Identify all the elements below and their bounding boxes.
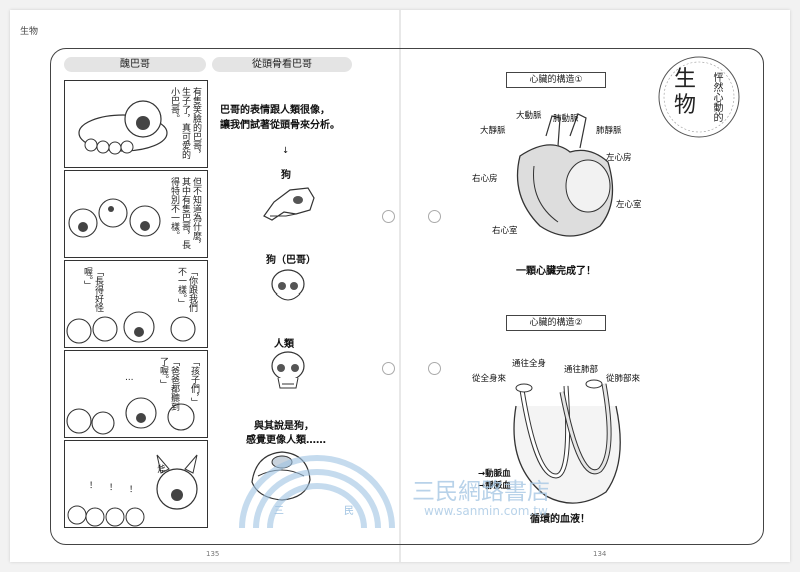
watermark-name: 三民網路書店: [412, 479, 550, 505]
intro-line-1: 巴哥的表情跟人類很像，: [220, 105, 330, 116]
heart1-label-right-atrium: 右心房: [472, 174, 498, 184]
dog-skull-drawing: [263, 187, 315, 221]
french-bulldog-drawing: [67, 454, 198, 527]
human-skull-drawing: [271, 351, 305, 389]
skull-dog-label: 狗: [281, 170, 291, 181]
intro-line-2: 讓我們試著從頭骨來分析。: [220, 120, 340, 131]
legend-artery: →動脈血: [478, 469, 511, 479]
watermark-char-1: 三: [274, 506, 284, 517]
page-number-left: 135: [206, 550, 220, 558]
binder-hole-3: [382, 362, 395, 375]
heart1-label-left-ventricle: 左心室: [616, 200, 642, 210]
heart2-label-to-lungs: 通往肺部: [564, 365, 599, 375]
pill-right-title: 從頭骨看巴哥: [212, 57, 352, 72]
comic-panel-4: … 「孩子們，」 「爸爸都聽到了喔。」: [64, 350, 208, 438]
heart2-title: 心臟的構造②: [506, 315, 606, 331]
comic-sfx-3: ！: [109, 483, 118, 493]
comic-sfx-5: 斧: [157, 465, 166, 475]
down-arrow: ↓: [282, 146, 290, 156]
parents-listening-drawing: [66, 397, 195, 435]
content-frame: [50, 48, 764, 545]
watermark-logo: [239, 455, 395, 529]
heart1-title: 心臟的構造①: [506, 72, 606, 88]
comic-sfx-2: ！: [89, 481, 98, 491]
comic-text-3: 「你跟我們不一樣。」: [176, 267, 197, 312]
heart2-caption: 循環的血液！: [530, 514, 590, 525]
comic-text-4: 「長得好怪喔。」: [82, 267, 103, 312]
page-number-right: 134: [593, 550, 607, 558]
heart2-drawing: [513, 379, 621, 504]
title-char-2: 物: [674, 93, 697, 118]
book-spread: 生物 醜巴哥 從頭骨看巴哥 有隻笑臉的巴哥，生子了，真可愛的小巴哥。 但不知道為…: [10, 10, 790, 562]
legend-vein: →靜脈血: [478, 481, 511, 491]
heart1-label-pulm-artery: 肺動脈: [553, 114, 579, 124]
conclusion-line-1: 與其說是狗，: [254, 421, 314, 432]
heart2-label-from-lungs: 從肺部來: [606, 374, 641, 384]
heart1-label-aorta: 大動脈: [516, 111, 542, 121]
pug-skull-drawing: [271, 269, 305, 301]
comic-panel-1: 有隻笑臉的巴哥，生子了，真可愛的小巴哥。: [64, 80, 208, 168]
comic-sfx-1: …: [125, 373, 134, 383]
page-gutter: [399, 10, 401, 562]
heart2-label-from-body: 從全身來: [472, 374, 507, 384]
title-badge: [658, 56, 740, 138]
comic-text-6: 「爸爸都聽到了喔。」: [158, 357, 179, 411]
comic-panel-2: 但不知道為什麼，其中有隻巴哥，長得特別不一樣。: [64, 170, 208, 258]
watermark-url: www.sanmin.com.tw: [424, 504, 548, 518]
pug-puppies-drawing: [68, 198, 161, 238]
heart1-drawing: [516, 113, 614, 237]
heart1-caption: 一顆心臟完成了！: [516, 266, 596, 277]
skull-human-label: 人類: [274, 339, 294, 350]
skull-pug-label: 狗（巴哥）: [266, 255, 316, 266]
heart1-label-left-atrium: 左心房: [606, 153, 632, 163]
comic-text-2: 但不知道為什麼，其中有隻巴哥，長得特別不一樣。: [169, 177, 201, 249]
heart1-label-pulm-vein: 肺靜脈: [596, 126, 622, 136]
pugs-talking-drawing: [66, 311, 196, 344]
conclusion-line-2: 感覺更像人類……: [246, 435, 326, 446]
title-vertical: 怦然心動的: [711, 72, 722, 122]
comic-panel-3: 「你跟我們不一樣。」 「長得好怪喔。」: [64, 260, 208, 348]
comic-panel-5: ！ ！ ！ 斧: [64, 440, 208, 528]
binder-hole-4: [428, 362, 441, 375]
binder-hole-2: [428, 210, 441, 223]
comic-text-5: 「孩子們，」: [189, 357, 199, 407]
watermark-char-2: 民: [344, 506, 354, 517]
pill-left-title: 醜巴哥: [64, 57, 206, 72]
heart2-label-to-body: 通往全身: [512, 359, 547, 369]
mother-pug-drawing: [78, 100, 168, 155]
title-char-1: 生: [674, 67, 697, 92]
heart1-label-vena-cava: 大靜脈: [480, 126, 506, 136]
comic-sfx-4: ！: [129, 485, 138, 495]
binder-hole-1: [382, 210, 395, 223]
corner-label: 生物: [20, 27, 39, 37]
heart1-label-right-ventricle: 右心室: [492, 226, 518, 236]
comic-text-1: 有隻笑臉的巴哥，生子了，真可愛的小巴哥。: [169, 87, 201, 159]
